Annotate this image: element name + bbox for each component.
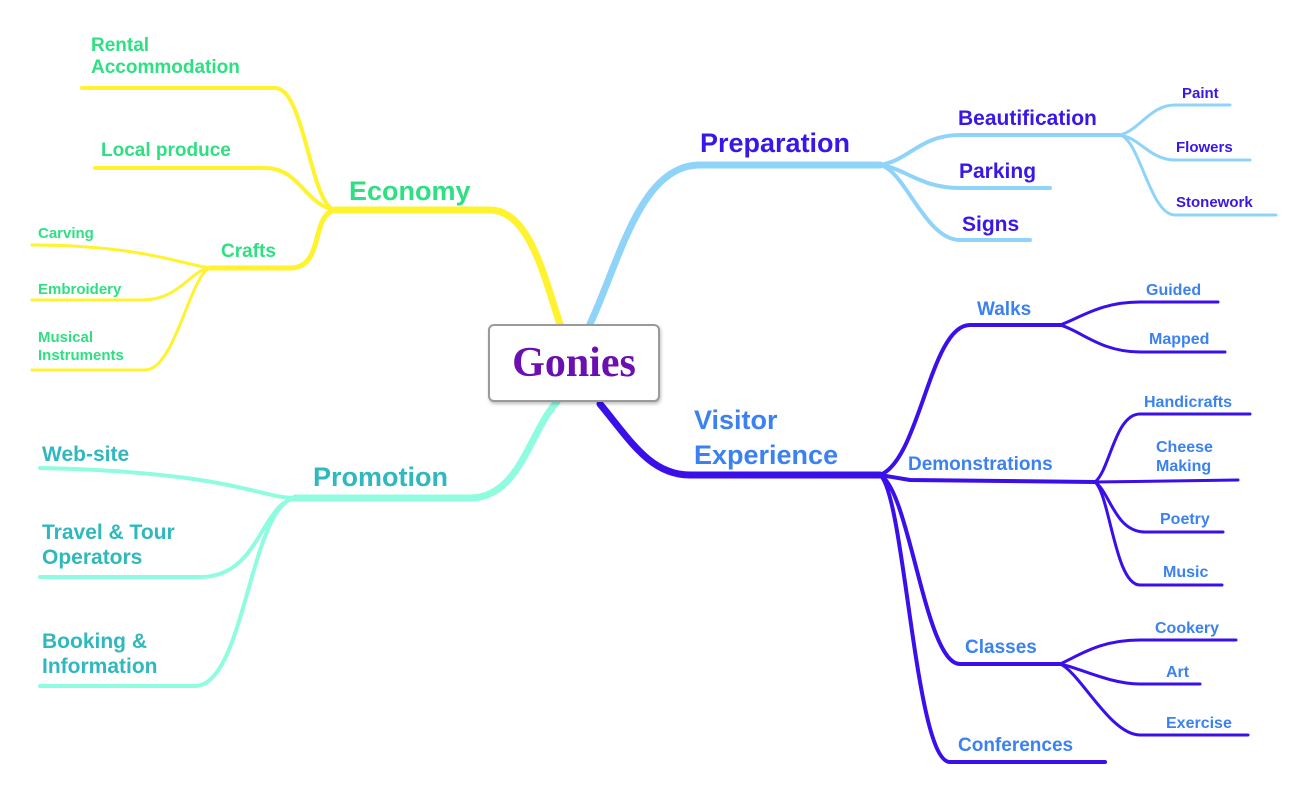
travel-line-2: Operators [42,545,143,569]
booking-line-1: Booking & [42,630,147,653]
guided-label[interactable]: Guided [1146,282,1202,299]
cheese-line-1: Cheese [1156,439,1213,456]
signs-label[interactable]: Signs [962,213,1020,236]
crafts-label[interactable]: Crafts [221,241,276,262]
visitor-experience-label[interactable]: Visitor Experience [694,403,838,473]
art-label[interactable]: Art [1166,664,1190,681]
beautification-label[interactable]: Beautification [958,107,1097,130]
visitor-line-2: Experience [694,440,839,471]
booking-line-2: Information [42,654,158,678]
parking-label[interactable]: Parking [959,160,1037,183]
conferences-label[interactable]: Conferences [958,735,1074,756]
preparation-branch-lines [586,103,1278,328]
exercise-label[interactable]: Exercise [1166,715,1232,732]
classes-label[interactable]: Classes [965,637,1037,658]
stonework-label[interactable]: Stonework [1176,194,1253,211]
cookery-label[interactable]: Cookery [1155,620,1220,637]
musical-instruments-label[interactable]: Musical Instruments [38,329,124,364]
handicrafts-label[interactable]: Handicrafts [1144,394,1233,411]
visitor-branch-lines [596,300,1252,764]
walks-label[interactable]: Walks [977,299,1032,320]
rental-accommodation-label[interactable]: Rental Accommodation [91,35,240,80]
promotion-label[interactable]: Promotion [313,462,448,492]
booking-information-label[interactable]: Booking & Information [42,630,158,680]
website-label[interactable]: Web-site [42,443,130,466]
center-title: Gonies [512,340,636,386]
poetry-label[interactable]: Poetry [1160,511,1210,528]
travel-tour-operators-label[interactable]: Travel & Tour Operators [42,521,175,571]
musical-line-1: Musical [38,329,94,346]
economy-branch-lines [30,86,564,372]
local-produce-label[interactable]: Local produce [101,140,231,161]
travel-line-1: Travel & Tour [42,521,175,544]
paint-label[interactable]: Paint [1182,85,1219,102]
rental-line-2: Accommodation [91,57,240,79]
cheese-making-label[interactable]: Cheese Making [1156,439,1213,477]
visitor-line-1: Visitor [694,405,778,435]
cheese-line-2: Making [1156,457,1212,475]
rental-line-1: Rental [91,35,150,56]
flowers-label[interactable]: Flowers [1176,139,1233,156]
promotion-branch-lines [38,398,561,688]
mapped-label[interactable]: Mapped [1149,331,1210,348]
carving-label[interactable]: Carving [38,225,94,242]
musical-line-2: Instruments [38,346,124,364]
embroidery-label[interactable]: Embroidery [38,281,122,298]
demonstrations-label[interactable]: Demonstrations [908,454,1053,475]
preparation-label[interactable]: Preparation [700,128,851,158]
economy-label[interactable]: Economy [349,176,471,206]
center-node[interactable]: Gonies [488,324,660,402]
music-label[interactable]: Music [1163,564,1209,581]
